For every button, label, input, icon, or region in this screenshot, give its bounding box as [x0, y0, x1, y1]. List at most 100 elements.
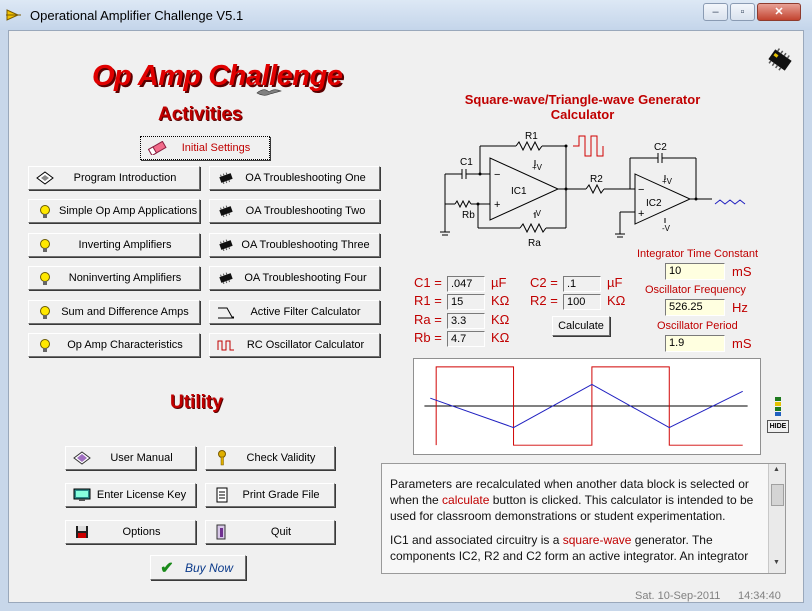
- activity-right-button-label: OA Troubleshooting Two: [245, 205, 366, 217]
- waveform-display: [413, 358, 761, 455]
- oscillator-period-unit: mS: [732, 336, 752, 351]
- buy-now-button[interactable]: ✔ Buy Now: [150, 555, 246, 580]
- utility-button-label: Check Validity: [246, 452, 316, 464]
- scroll-thumb[interactable]: [771, 484, 784, 506]
- activity-right-button-label: OA Troubleshooting Four: [244, 272, 367, 284]
- activity-right-button-label: Active Filter Calculator: [250, 306, 361, 318]
- utility-button-2[interactable]: Enter License Key: [65, 483, 196, 507]
- initial-settings-label: Initial Settings: [181, 142, 251, 154]
- desc-square-wave-link[interactable]: square-wave: [562, 533, 632, 547]
- scroll-up-icon[interactable]: ▲: [773, 466, 780, 473]
- triangle-wave-icon: [714, 199, 746, 205]
- title-bar[interactable]: Operational Amplifier Challenge V5.1 – ▫…: [0, 0, 812, 30]
- oscillator-frequency-field: 526.25: [665, 299, 725, 316]
- lightbulb-icon: [35, 270, 55, 286]
- label-rb: Rb: [462, 210, 475, 221]
- label-ic1: IC1: [511, 186, 527, 197]
- activity-right-button-3[interactable]: OA Troubleshooting Four: [209, 266, 380, 290]
- integrator-time-constant-field: 10: [665, 263, 725, 280]
- param-c2-field[interactable]: .1: [563, 276, 601, 292]
- param-r1-field[interactable]: 15: [447, 294, 485, 310]
- param-r2-unit: KΩ: [607, 293, 626, 308]
- activity-left-button-5[interactable]: Op Amp Characteristics: [28, 333, 200, 357]
- calculator-title-line1: Square-wave/Triangle-wave Generator: [464, 92, 701, 107]
- triangle-wave-trace: [430, 383, 743, 429]
- calculator-title-line2: Calculator: [550, 107, 615, 122]
- lightbulb-icon: [35, 203, 55, 219]
- exit-icon: [212, 524, 232, 540]
- close-button[interactable]: ✕: [757, 3, 801, 21]
- lightbulb-icon: [35, 304, 55, 320]
- activity-left-button-0[interactable]: Program Introduction: [28, 166, 200, 190]
- utility-button-5[interactable]: Quit: [205, 520, 335, 544]
- checkmark-icon: ✔: [160, 559, 174, 577]
- activity-left-button-3[interactable]: Noninverting Amplifiers: [28, 266, 200, 290]
- activity-left-button-label: Program Introduction: [73, 172, 177, 184]
- app-logo-icon: [6, 9, 21, 21]
- desc-calculate-link[interactable]: calculate: [442, 493, 490, 507]
- utility-button-label: Print Grade File: [242, 489, 320, 501]
- ic2-symbol: [634, 173, 692, 225]
- label-ic1-plus-v: +V: [532, 163, 543, 172]
- param-rb-field[interactable]: 4.7: [447, 331, 485, 347]
- status-time: 14:34:40: [738, 590, 781, 602]
- chip-icon: [216, 203, 236, 219]
- label-ic2: IC2: [646, 198, 662, 209]
- restore-button[interactable]: ▫: [730, 3, 755, 21]
- description-scrollbar[interactable]: ▲ ▼: [768, 464, 785, 573]
- activity-left-button-4[interactable]: Sum and Difference Amps: [28, 300, 200, 324]
- label-ic2-plus: +: [638, 208, 644, 220]
- utility-button-4[interactable]: Options: [65, 520, 196, 544]
- chip-icon: [216, 237, 236, 253]
- activity-left-button-1[interactable]: Simple Op Amp Applications: [28, 199, 200, 223]
- param-ra-unit: KΩ: [491, 312, 510, 327]
- label-ra: Ra: [528, 238, 541, 249]
- utility-button-3[interactable]: Print Grade File: [205, 483, 335, 507]
- activity-right-button-5[interactable]: RC Oscillator Calculator: [209, 333, 380, 357]
- oscillator-frequency-unit: Hz: [732, 300, 748, 315]
- activity-right-button-1[interactable]: OA Troubleshooting Two: [209, 199, 380, 223]
- label-ic1-minus-v: -V: [533, 209, 542, 218]
- calculate-button[interactable]: Calculate: [552, 316, 610, 336]
- utility-button-1[interactable]: Check Validity: [205, 446, 335, 470]
- hide-button[interactable]: HIDE: [767, 420, 789, 433]
- utility-button-label: Enter License Key: [96, 489, 187, 501]
- param-c2-label: C2 =: [530, 275, 558, 290]
- utility-heading: Utility: [170, 392, 223, 413]
- square-wave-trace: [435, 366, 743, 446]
- label-ic2-plus-v: +V: [662, 177, 673, 186]
- status-date: Sat. 10-Sep-2011: [635, 590, 721, 602]
- param-r2-field[interactable]: 100: [563, 294, 601, 310]
- label-ic2-minus: −: [638, 184, 644, 196]
- minimize-button[interactable]: –: [703, 3, 728, 21]
- document-icon: [212, 487, 232, 503]
- activity-left-button-label: Simple Op Amp Applications: [59, 205, 198, 217]
- monitor-icon: [72, 487, 92, 503]
- label-ic2-minus-v: -V: [662, 224, 671, 233]
- app-logo-text: Op Amp Challenge: [92, 60, 343, 92]
- oscillator-period-label: Oscillator Period: [657, 320, 738, 332]
- bird-icon: [256, 89, 282, 96]
- rc-icon: [216, 337, 236, 353]
- activity-left-button-2[interactable]: Inverting Amplifiers: [28, 233, 200, 257]
- param-r2-label: R2 =: [530, 293, 558, 308]
- signal-meter-icon: [775, 397, 781, 416]
- label-c2: C2: [654, 142, 667, 153]
- initial-settings-button[interactable]: Initial Settings: [140, 136, 270, 160]
- activity-right-button-4[interactable]: Active Filter Calculator: [209, 300, 380, 324]
- chip-icon: [216, 170, 236, 186]
- param-c1-label: C1 =: [414, 275, 442, 290]
- circuit-schematic: R1 C1 IC1 Rb Ra R2 C2 IC2 +V -V +V -V − …: [440, 131, 746, 249]
- param-c1-field[interactable]: .047: [447, 276, 485, 292]
- param-ra-field[interactable]: 3.3: [447, 313, 485, 329]
- activities-heading: Activities: [158, 104, 243, 125]
- activity-right-button-0[interactable]: OA Troubleshooting One: [209, 166, 380, 190]
- calculator-title: Square-wave/Triangle-wave Generator Calc…: [440, 92, 725, 122]
- lightbulb-icon: [35, 237, 55, 253]
- description-panel[interactable]: Parameters are recalculated when another…: [381, 463, 786, 574]
- integrator-time-constant-label: Integrator Time Constant: [637, 248, 759, 260]
- floppy-icon: [72, 524, 92, 540]
- scroll-down-icon[interactable]: ▼: [773, 559, 780, 566]
- activity-right-button-2[interactable]: OA Troubleshooting Three: [209, 233, 380, 257]
- utility-button-0[interactable]: User Manual: [65, 446, 196, 470]
